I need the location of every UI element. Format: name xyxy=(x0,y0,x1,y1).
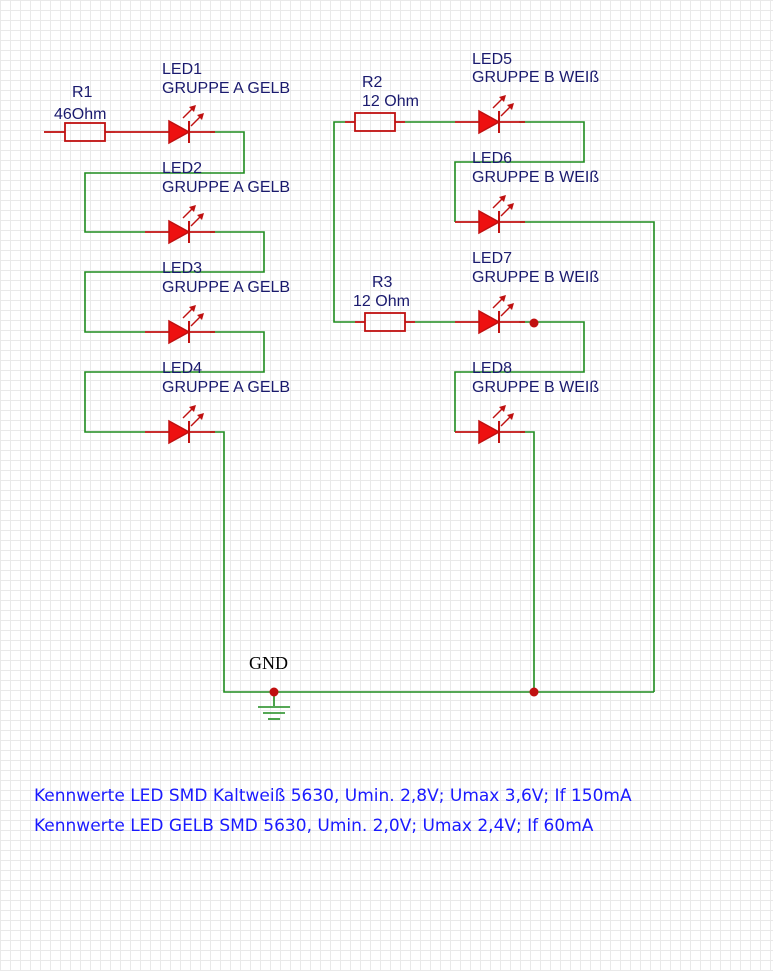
led8-value: GRUPPE B WEIß xyxy=(472,379,599,396)
led3-ref: LED3 xyxy=(162,260,202,277)
led-3[interactable]: LED3 GRUPPE A GELB xyxy=(144,260,290,344)
led-6[interactable]: LED6 GRUPPE B WEIß xyxy=(454,150,599,234)
led1-value: GRUPPE A GELB xyxy=(162,80,290,97)
led5-ref: LED5 xyxy=(472,51,512,68)
led-8[interactable]: LED8 GRUPPE B WEIß xyxy=(454,360,599,444)
wires xyxy=(84,121,655,706)
led6-value: GRUPPE B WEIß xyxy=(472,169,599,186)
led7-value: GRUPPE B WEIß xyxy=(472,269,599,286)
led4-value: GRUPPE A GELB xyxy=(162,379,290,396)
gnd-label: GND xyxy=(249,653,288,673)
led8-ref: LED8 xyxy=(472,360,512,377)
r2-value: 12 Ohm xyxy=(362,93,419,110)
r2-ref: R2 xyxy=(362,74,383,91)
junction-gnd xyxy=(269,687,279,697)
led-2[interactable]: LED2 GRUPPE A GELB xyxy=(144,160,290,244)
led-1[interactable]: LED1 GRUPPE A GELB xyxy=(144,61,290,144)
led2-ref: LED2 xyxy=(162,160,202,177)
led-5[interactable]: LED5 GRUPPE B WEIß xyxy=(454,51,599,134)
led7-ref: LED7 xyxy=(472,250,512,267)
junction-led7 xyxy=(529,318,539,328)
led-7[interactable]: LED7 GRUPPE B WEIß xyxy=(454,250,599,334)
led-4[interactable]: LED4 GRUPPE A GELB xyxy=(144,360,290,444)
led6-ref: LED6 xyxy=(472,150,512,167)
junction-gnd-right xyxy=(529,687,539,697)
resistor-r1[interactable]: R1 46Ohm xyxy=(44,84,145,142)
r3-value: 12 Ohm xyxy=(353,293,410,310)
r1-ref: R1 xyxy=(72,84,93,101)
led4-ref: LED4 xyxy=(162,360,202,377)
resistor-r2[interactable]: R2 12 Ohm xyxy=(344,74,419,132)
led5-value: GRUPPE B WEIß xyxy=(472,69,599,86)
r1-value: 46Ohm xyxy=(54,106,106,123)
resistor-r3[interactable]: R3 12 Ohm xyxy=(353,274,416,332)
led3-value: GRUPPE A GELB xyxy=(162,279,290,296)
note-cold-white: Kennwerte LED SMD Kaltweiß 5630, Umin. 2… xyxy=(34,786,632,806)
note-yellow: Kennwerte LED GELB SMD 5630, Umin. 2,0V;… xyxy=(34,816,594,836)
led2-value: GRUPPE A GELB xyxy=(162,179,290,196)
ground-symbol[interactable]: GND xyxy=(249,653,290,720)
led1-ref: LED1 xyxy=(162,61,202,78)
r3-ref: R3 xyxy=(372,274,393,291)
